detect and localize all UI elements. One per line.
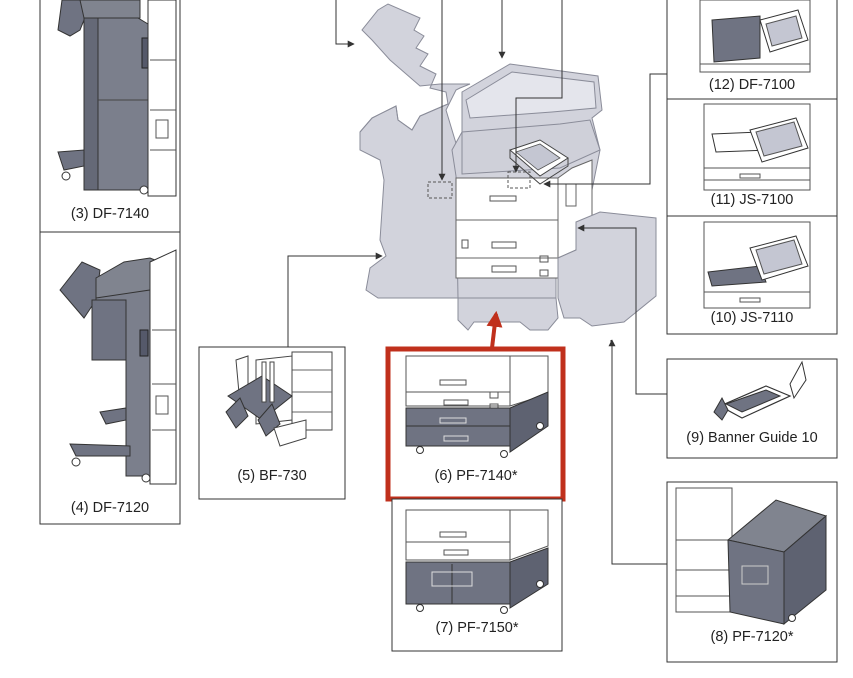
caption-js7110: (10) JS-7110: [710, 310, 794, 326]
base-feeder-silhouette: [457, 297, 559, 331]
finisher-silhouette: [359, 3, 471, 299]
finisher-df7100-icon: [699, 0, 811, 73]
caption-df7120: (4) DF-7120: [70, 500, 150, 516]
finisher-df7140-icon: [57, 0, 177, 197]
side-feeder-silhouette: [557, 211, 657, 327]
banner-guide-icon: [713, 360, 807, 421]
caption-banner-guide: (9) Banner Guide 10: [686, 430, 818, 446]
paper-feeder-pf7150-icon: [405, 509, 549, 614]
caption-df7100: (12) DF-7100: [708, 77, 796, 93]
large-capacity-feeder-icon: [675, 487, 828, 626]
booklet-folder-icon: [225, 351, 333, 447]
main-cassettes: [455, 177, 559, 279]
caption-pf7120: (8) PF-7120*: [710, 629, 794, 645]
caption-js7100: (11) JS-7100: [710, 192, 794, 208]
job-separator-js7100-icon: [703, 103, 811, 191]
document-processor: [465, 71, 597, 119]
dashed-area-finisher: [427, 181, 453, 199]
paper-feeder-pf7140-icon: [405, 355, 549, 458]
finisher-df7120-icon: [59, 249, 177, 485]
finisher-tray-edge: [359, 103, 449, 133]
job-separator-js7110-icon: [703, 221, 811, 309]
caption-bf730: (5) BF-730: [237, 468, 307, 484]
caption-df7140: (3) DF-7140: [70, 206, 150, 222]
control-panel: [509, 139, 569, 185]
connector-lines: [287, 0, 667, 565]
highlight-arrow: [486, 310, 503, 349]
caption-pf7150: (7) PF-7150*: [435, 620, 519, 636]
main-machine-illustration: [359, 3, 657, 331]
caption-pf7140: (6) PF-7140*: [434, 468, 518, 484]
